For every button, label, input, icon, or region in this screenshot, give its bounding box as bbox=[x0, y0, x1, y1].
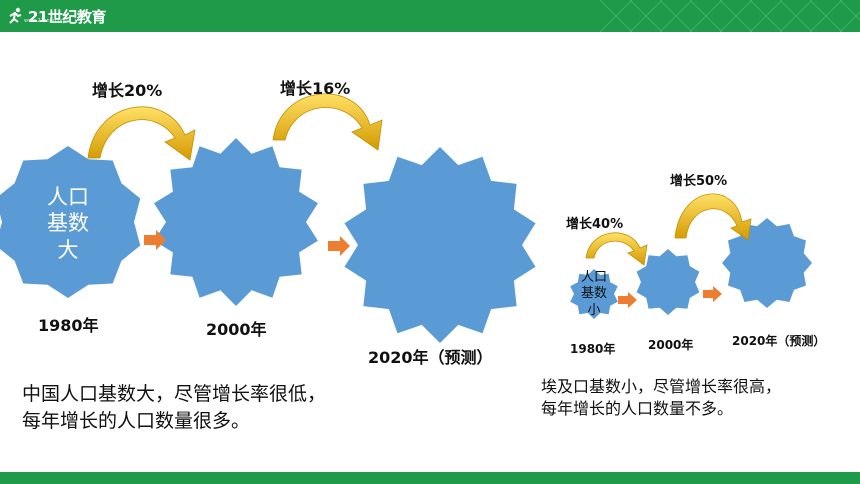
egypt-blob-label: 人口 基数 小 bbox=[574, 270, 614, 319]
egypt-growth-label-2: 增长50% bbox=[670, 174, 728, 189]
egypt-description-line-2: 每年增长的人口数量不多。 bbox=[541, 399, 734, 418]
china-year-2020: 2020年（预测） bbox=[368, 348, 493, 367]
egypt-2020-blob bbox=[722, 218, 812, 308]
runner-logo-icon bbox=[9, 7, 22, 24]
china-growth-arrow-1 bbox=[87, 106, 196, 161]
egypt-blob-line-3: 小 bbox=[587, 302, 601, 318]
china-blob-label: 人口 基数 大 bbox=[36, 184, 100, 263]
china-arrow-2 bbox=[328, 236, 350, 256]
logo-url: www.21cnjy.com bbox=[24, 18, 66, 24]
egypt-2000-blob bbox=[636, 249, 700, 315]
china-year-1980: 1980年 bbox=[38, 316, 99, 335]
header-pattern bbox=[600, 0, 860, 32]
population-diagram bbox=[0, 93, 812, 343]
china-blob-line-1: 人口 bbox=[47, 185, 89, 209]
egypt-year-2000: 2000年 bbox=[648, 338, 694, 352]
china-1980-blob bbox=[0, 146, 141, 298]
china-year-2000: 2000年 bbox=[206, 320, 267, 339]
china-growth-label-2: 增长16% bbox=[280, 79, 351, 98]
china-description-line-2: 每年增长的人口数量很多。 bbox=[22, 410, 251, 432]
egypt-growth-arrow-2 bbox=[674, 193, 752, 241]
egypt-arrow-1 bbox=[618, 292, 637, 308]
china-arrow-1 bbox=[144, 230, 166, 250]
china-growth-arrow-2 bbox=[272, 93, 383, 151]
egypt-1980-blob bbox=[570, 269, 618, 319]
header-bar: 21世纪教育 www.21cnjy.com bbox=[0, 0, 860, 32]
egypt-year-2020: 2020年（预测） bbox=[732, 334, 826, 348]
egypt-year-1980: 1980年 bbox=[570, 342, 616, 356]
china-description: 中国人口基数大，尽管增长率很低， 每年增长的人口数量很多。 bbox=[22, 381, 326, 435]
china-growth-label-1: 增长20% bbox=[92, 81, 163, 100]
egypt-growth-arrow-1 bbox=[585, 232, 648, 266]
china-2020-blob bbox=[344, 147, 536, 343]
footer-bar bbox=[0, 472, 860, 484]
logo-text: 21世纪教育 bbox=[28, 7, 106, 26]
china-description-line-1: 中国人口基数大，尽管增长率很低， bbox=[22, 383, 327, 405]
egypt-arrow-2 bbox=[703, 286, 722, 302]
egypt-description: 埃及口基数小，尽管增长率很高， 每年增长的人口数量不多。 bbox=[541, 376, 781, 420]
china-2000-blob bbox=[154, 138, 318, 306]
egypt-blob-line-2: 基数 bbox=[580, 286, 607, 302]
china-blob-line-2: 基数 bbox=[47, 211, 89, 236]
egypt-blob-line-1: 人口 bbox=[580, 270, 607, 285]
china-blob-line-3: 大 bbox=[57, 237, 79, 262]
site-logo[interactable]: 21世纪教育 bbox=[6, 4, 106, 28]
egypt-description-line-1: 埃及口基数小，尽管增长率很高， bbox=[541, 377, 782, 396]
egypt-growth-label-1: 增长40% bbox=[566, 217, 624, 232]
